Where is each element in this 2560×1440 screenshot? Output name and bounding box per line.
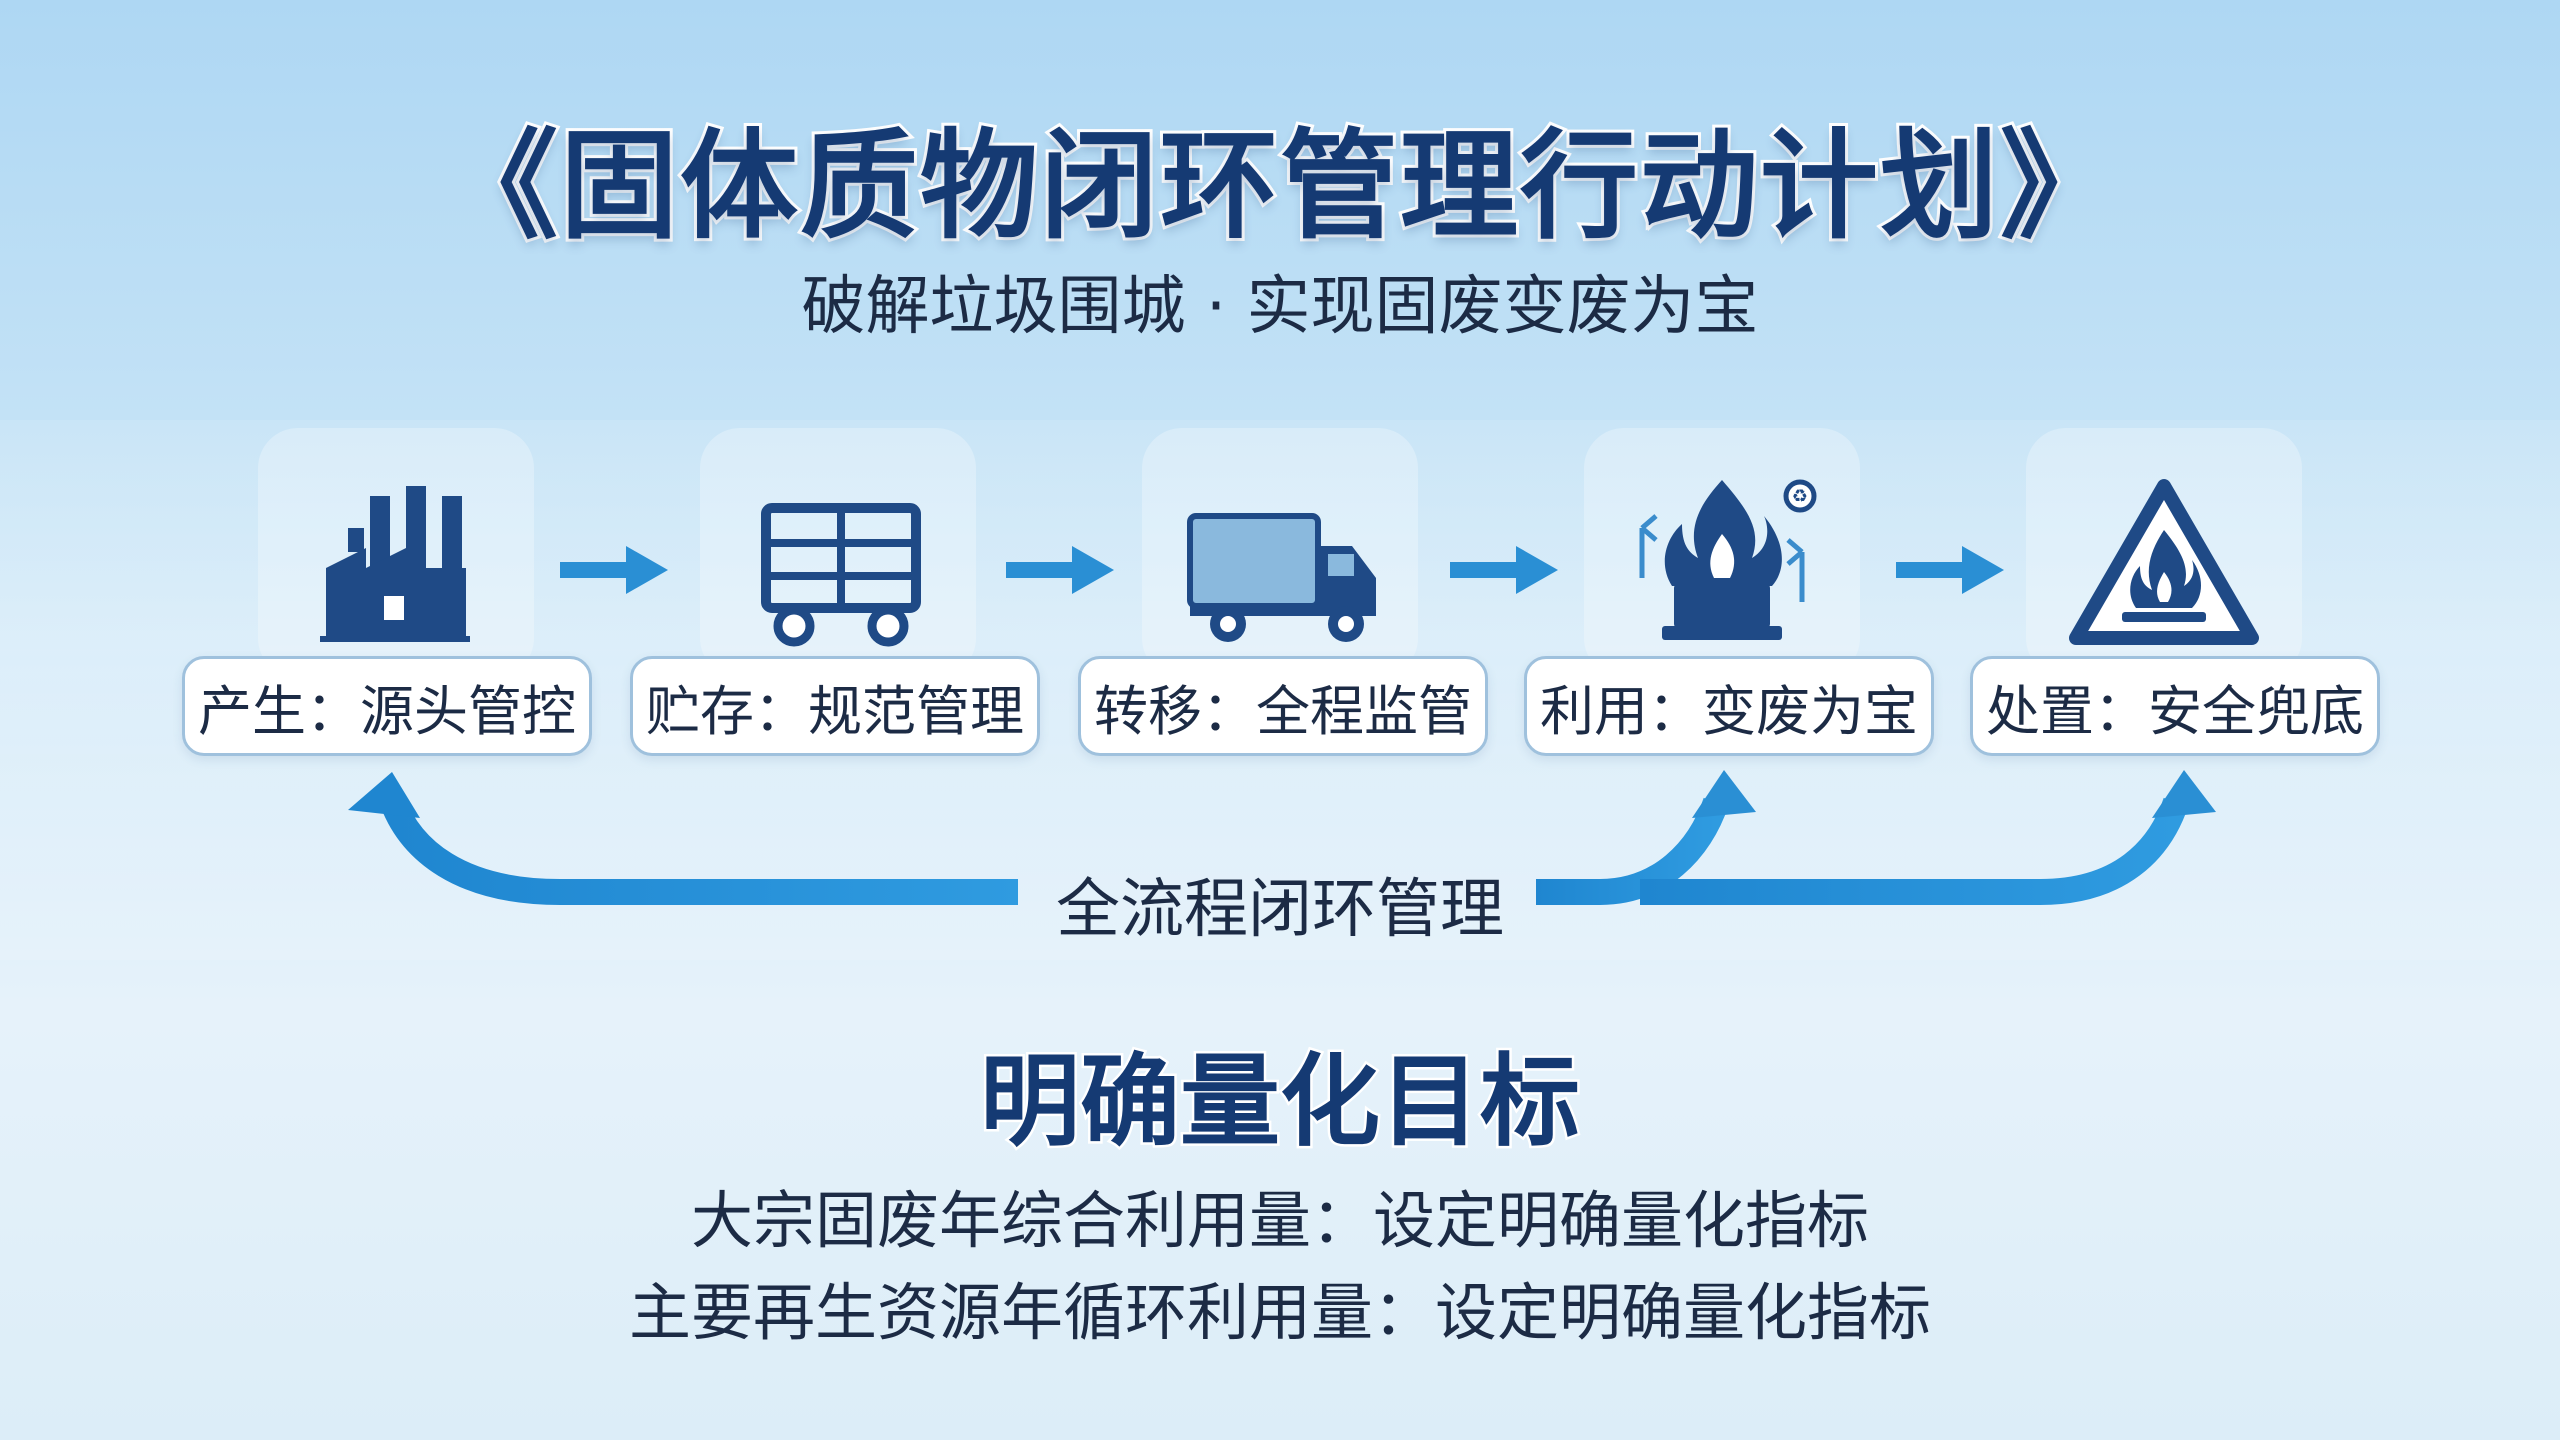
page-title: 《固体质物闭环管理行动计划》: [437, 114, 2121, 258]
furnace-flame-icon: ♻: [1639, 479, 1817, 640]
loop-label: 全流程闭环管理: [1056, 873, 1504, 947]
page-subtitle: 破解垃圾围城 · 实现固废变废为宝: [801, 270, 1759, 344]
svg-text:♻: ♻: [1792, 486, 1808, 507]
goals-title: 明确量化目标: [978, 1041, 1583, 1163]
step-5-icon-card: [2026, 428, 2302, 678]
step-2-box: 贮存：规范管理: [630, 656, 1040, 756]
arrow-step-2-3-icon: [1006, 546, 1114, 594]
storage-cart-icon: [761, 503, 921, 647]
step-3-icon-card: [1142, 428, 1418, 678]
step-2-icon-card: [700, 428, 976, 678]
arrow-step-1-2-icon: [560, 546, 668, 594]
step-4-box: 利用：变废为宝: [1524, 656, 1934, 756]
factory-icon: [320, 486, 470, 642]
hazard-triangle-icon: [2069, 479, 2259, 645]
goal-line-1: 大宗固废年综合利用量：设定明确量化指标: [690, 1184, 1869, 1257]
step-1-icon-card: [258, 428, 534, 678]
step-1-box: 产生：源头管控: [182, 656, 592, 756]
goal-line-2: 主要再生资源年循环利用量：设定明确量化指标: [628, 1276, 1931, 1349]
arrow-step-3-4-icon: [1450, 546, 1558, 594]
step-5-box: 处置：安全兜底: [1970, 656, 2380, 756]
truck-icon: [1187, 513, 1376, 642]
arrow-step-4-5-icon: [1896, 546, 2004, 594]
step-4-icon-card: ♻: [1584, 428, 1860, 678]
step-3-box: 转移：全程监管: [1078, 656, 1488, 756]
